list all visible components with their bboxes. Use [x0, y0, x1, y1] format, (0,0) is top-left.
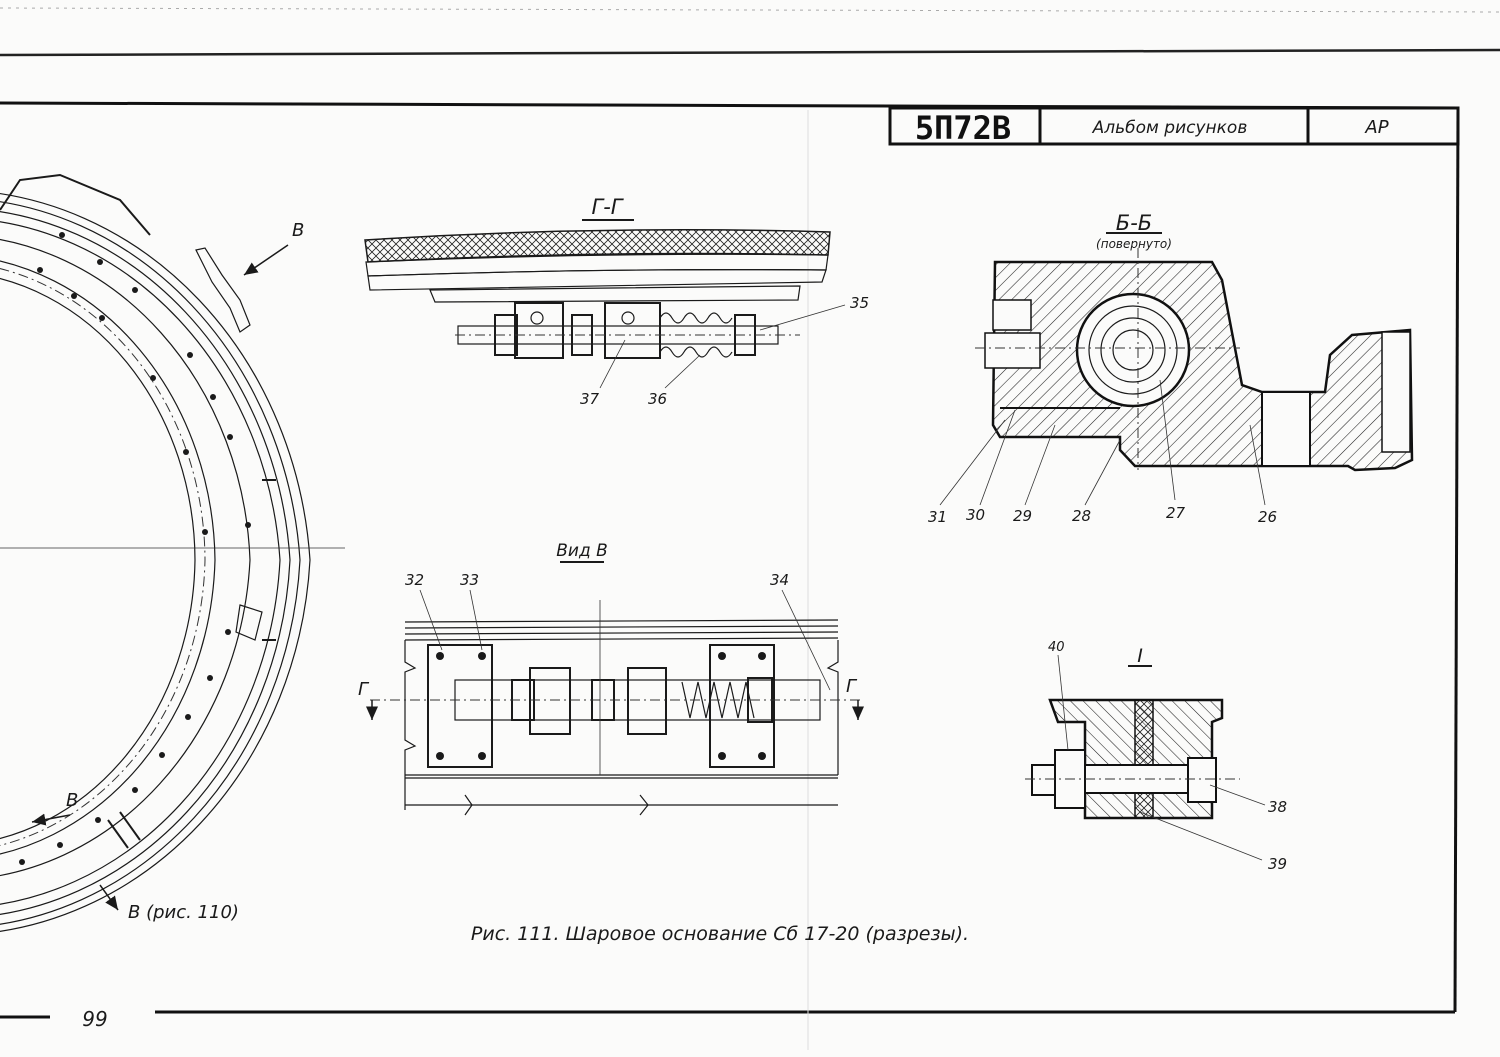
view-marker-right: Г [846, 676, 858, 697]
section-g-g: Г-Г 35 37 36 [364, 195, 869, 408]
callout-26: 26 [1258, 508, 1277, 526]
stamp-sheet-mark: АР [1364, 117, 1388, 138]
callout-32: 32 [405, 571, 424, 589]
callout-28: 28 [1072, 507, 1091, 525]
section-g-g-title: Г-Г [592, 195, 625, 219]
callout-34: 34 [770, 571, 789, 589]
ring-arrow-v-top: В [292, 220, 304, 241]
view-marker-left: Г [358, 679, 370, 700]
detail-one: I 40 38 39 [1025, 640, 1287, 873]
callout-33: 33 [460, 571, 479, 589]
callout-35: 35 [850, 294, 869, 312]
section-b-b-note: (повернуто) [1096, 237, 1172, 251]
callout-37: 37 [580, 390, 600, 408]
callout-27: 27 [1166, 504, 1186, 522]
callout-40: 40 [1048, 640, 1065, 655]
callout-29: 29 [1013, 507, 1032, 525]
ring-drawing: В В В (рис. 110) [0, 173, 345, 932]
title-stamp: 5П72В Альбом рисунков АР [888, 106, 1460, 147]
section-b-b: Б-Б (повернуто) 31 30 29 28 27 26 [928, 211, 1414, 526]
sheet-border [0, 7, 1500, 1050]
view-v-title: Вид В [556, 541, 608, 561]
callout-39: 39 [1268, 855, 1287, 873]
page-number: 99 [82, 1007, 107, 1031]
callout-30: 30 [966, 506, 985, 524]
section-b-b-title: Б-Б [1116, 211, 1152, 235]
detail-one-title: I [1137, 645, 1143, 667]
callout-31: 31 [928, 508, 947, 526]
stamp-code: 5П72В [915, 109, 1011, 147]
figure-caption: Рис. 111. Шаровое основание Сб 17-20 (ра… [471, 923, 969, 945]
ring-arrow-v-bottom: В [66, 790, 78, 811]
view-v: Вид В [358, 541, 864, 816]
ring-ref-note: В (рис. 110) [128, 902, 239, 923]
stamp-album: Альбом рисунков [1092, 118, 1248, 138]
callout-38: 38 [1268, 798, 1287, 816]
callout-36: 36 [648, 390, 667, 408]
